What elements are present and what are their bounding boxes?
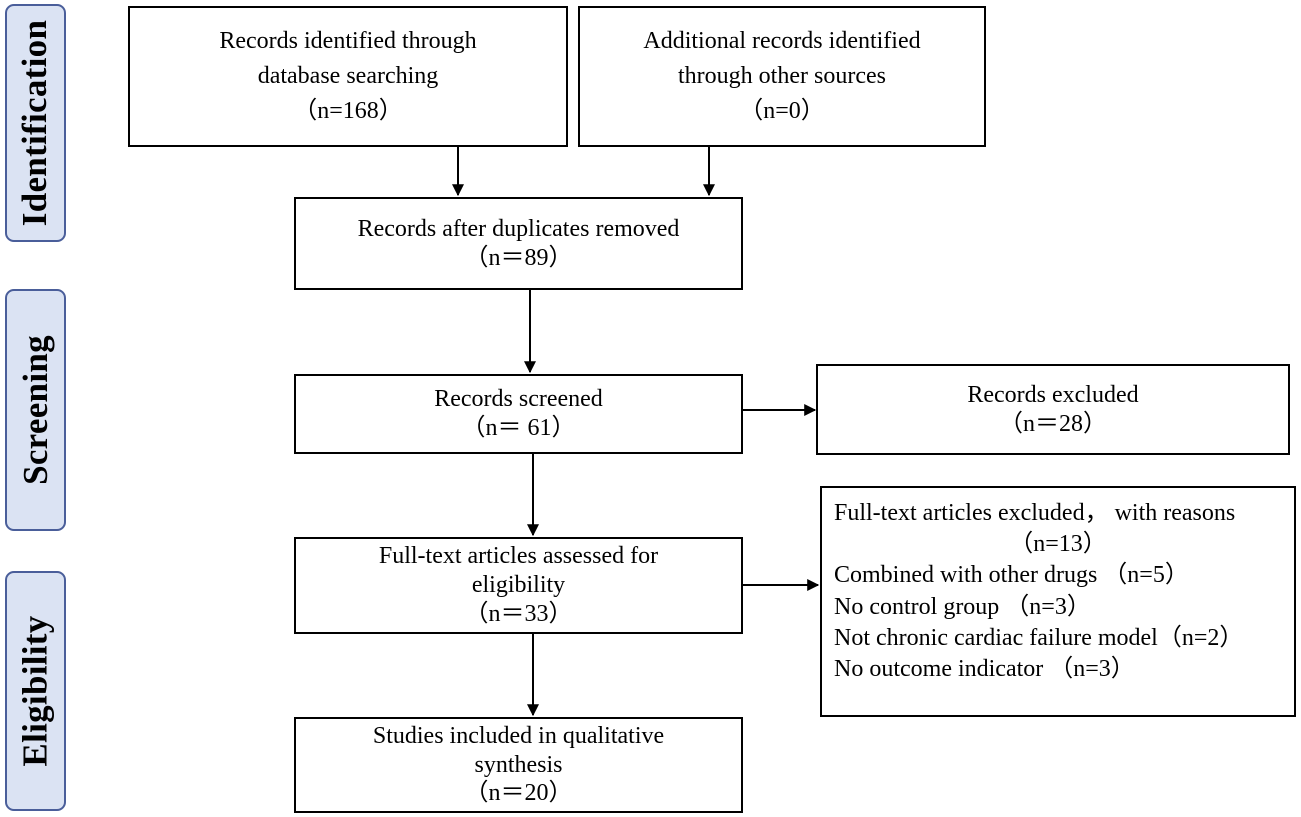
box-text: synthesis xyxy=(474,751,563,778)
box-text: Records after duplicates removed xyxy=(357,215,680,242)
stage-identification: Identification xyxy=(5,4,66,242)
exclusion-count: （n=13） xyxy=(1009,531,1107,558)
box-text: database searching xyxy=(257,63,439,90)
box-database-search: Records identified through database sear… xyxy=(128,6,568,147)
exclusion-reason: No outcome indicator （n=3） xyxy=(834,655,1135,682)
box-text: eligibility xyxy=(471,572,566,599)
exclusion-heading: Full-text articles excluded， with reason… xyxy=(834,500,1236,526)
exclusion-reason: Not chronic cardiac failure model（n=2） xyxy=(834,624,1244,651)
stage-screening-label: Screening xyxy=(15,335,55,485)
box-count: （n＝20） xyxy=(464,780,573,807)
box-count: （n=0） xyxy=(739,97,825,124)
box-text: Records screened xyxy=(434,386,603,413)
stage-identification-label: Identification xyxy=(15,19,55,227)
box-text: through other sources xyxy=(678,63,886,90)
box-count: （n＝89） xyxy=(464,244,573,271)
box-records-screened: Records screened （n＝ 61） xyxy=(294,374,743,454)
box-text: Full-text articles assessed for xyxy=(378,543,659,570)
exclusion-reason: No control group （n=3） xyxy=(834,593,1091,620)
box-studies-included: Studies included in qualitative synthesi… xyxy=(294,717,743,813)
box-count: （n＝ 61） xyxy=(461,415,576,441)
box-full-text-excluded: Full-text articles excluded， with reason… xyxy=(820,486,1296,717)
box-other-sources: Additional records identified through ot… xyxy=(578,6,986,147)
box-text: Records excluded xyxy=(967,381,1139,408)
stage-eligibility-label: Eligibility xyxy=(15,615,55,767)
box-count: （n＝28） xyxy=(999,410,1107,437)
box-duplicates-removed: Records after duplicates removed （n＝89） xyxy=(294,197,743,290)
stage-screening: Screening xyxy=(5,289,66,531)
box-text: Studies included in qualitative xyxy=(372,722,665,749)
box-count: （n=168） xyxy=(293,97,403,124)
box-count: （n＝33） xyxy=(464,600,573,627)
box-records-excluded: Records excluded （n＝28） xyxy=(816,364,1290,455)
exclusion-reason: Combined with other drugs （n=5） xyxy=(834,562,1189,589)
box-full-text-assessed: Full-text articles assessed for eligibil… xyxy=(294,537,743,634)
box-text: Additional records identified xyxy=(643,28,921,55)
box-text: Records identified through xyxy=(219,28,477,55)
stage-eligibility: Eligibility xyxy=(5,571,66,811)
